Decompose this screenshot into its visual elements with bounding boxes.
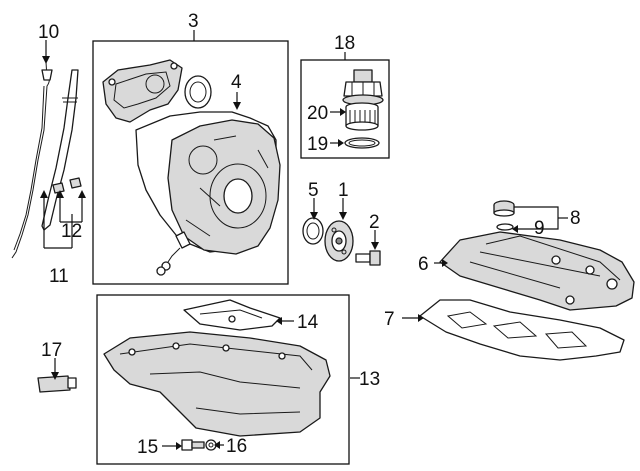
callout-17: 17 [41,340,62,361]
oil-filter-element [345,102,379,131]
cover-bolts [156,231,191,276]
crankshaft-seal [302,217,324,245]
oil-pan-baffle [183,299,281,331]
callout-6: 6 [418,254,429,275]
callout-5: 5 [308,180,319,201]
oil-filter-o-ring [344,137,380,149]
valve-cover [439,231,635,311]
timing-cover-group-box [92,40,289,285]
valve-cover-gasket [419,299,625,361]
drain-plug [181,439,205,451]
callout-8: 8 [570,208,581,229]
callout-14: 14 [297,312,319,333]
leader-lines [40,30,568,450]
dipstick [11,61,53,259]
crankshaft-pulley [324,220,354,262]
front-cover [167,119,281,255]
callout-20: 20 [307,103,328,124]
callout-12: 12 [61,221,82,242]
upper-timing-cover [102,59,183,123]
pulley-bolt [355,250,381,266]
callout-15: 15 [137,437,158,458]
callout-1: 1 [338,180,349,201]
callout-3: 3 [188,11,199,32]
callout-16: 16 [226,436,247,457]
callout-9: 9 [534,218,545,239]
callout-2: 2 [369,212,380,233]
dipstick-tube [41,69,79,231]
oil-cap-seal [496,223,514,231]
oil-filter-cap [342,69,384,106]
callout-19: 19 [307,134,328,155]
callout-7: 7 [384,309,395,330]
sealant-tube [37,375,77,393]
callout-11: 11 [49,266,69,287]
callout-10: 10 [38,22,59,43]
oil-pan [103,331,331,437]
oil-pan-group-box [96,294,350,465]
drain-plug-washer [205,439,217,451]
callout-18: 18 [334,33,355,54]
callout-4: 4 [231,72,242,93]
oil-fill-cap [493,200,515,217]
tube-seals [52,177,82,194]
callout-13: 13 [359,369,380,390]
camshaft-seal [184,75,212,109]
